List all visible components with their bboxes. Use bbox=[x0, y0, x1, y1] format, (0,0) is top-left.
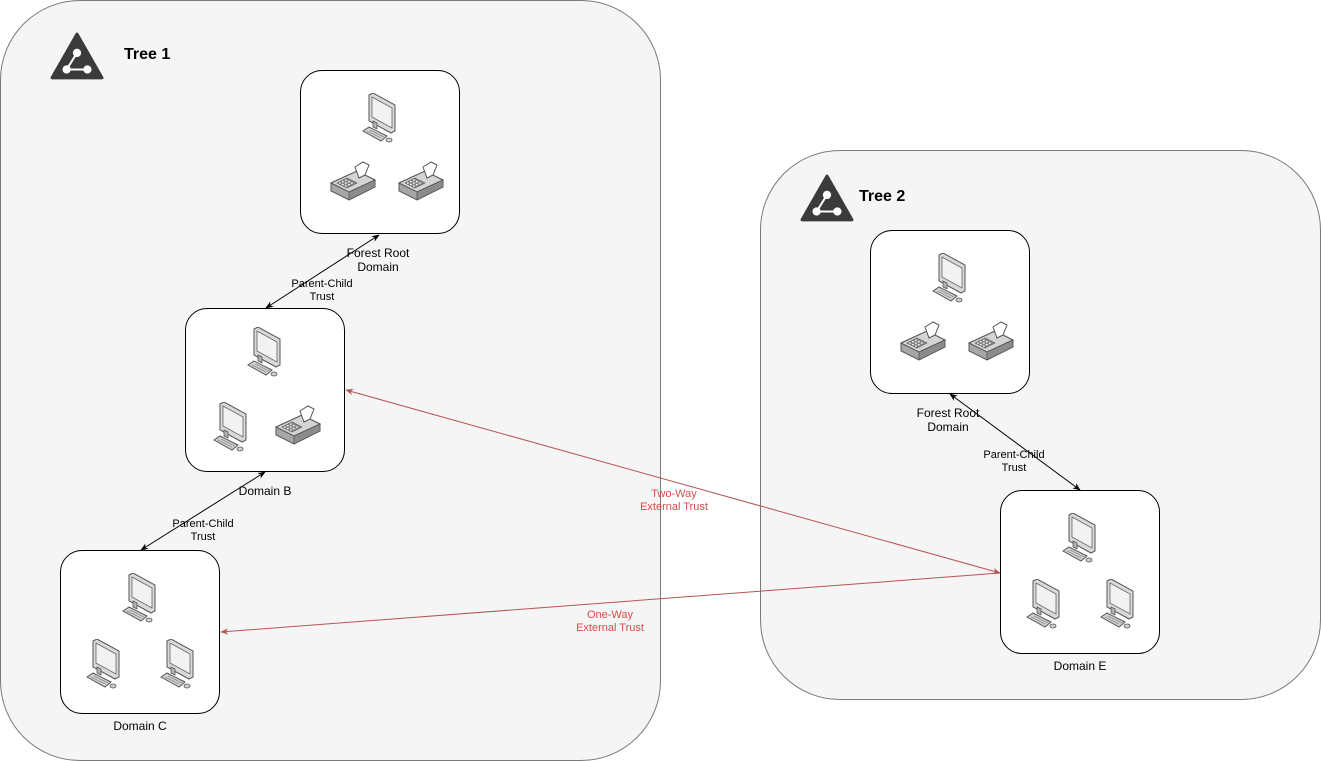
fax-icon bbox=[967, 321, 1015, 361]
edge-b-c bbox=[140, 471, 266, 551]
computer-icon bbox=[121, 573, 161, 623]
edge-c-e bbox=[220, 572, 1001, 635]
computer-icon bbox=[246, 327, 286, 377]
computer-icon bbox=[361, 93, 401, 143]
computer-icon bbox=[1061, 513, 1101, 563]
fax-icon bbox=[397, 161, 445, 201]
domain-label-forest-root-tree1: Forest Root Domain bbox=[346, 246, 410, 274]
edge-b-e bbox=[345, 388, 1001, 575]
domain-label-forest-root-tree2: Forest Root Domain bbox=[916, 406, 980, 434]
domain-label-c: Domain C bbox=[113, 719, 167, 733]
domain-label-e: Domain E bbox=[1053, 659, 1107, 673]
edge-label-b-e: Two-Way External Trust bbox=[640, 488, 708, 513]
computer-icon bbox=[85, 639, 125, 689]
computer-icon bbox=[1099, 579, 1139, 629]
domain-forest-root-tree2[interactable] bbox=[870, 230, 1030, 394]
domain-e[interactable] bbox=[1000, 490, 1160, 654]
computer-icon bbox=[212, 402, 252, 452]
computer-icon bbox=[159, 639, 199, 689]
edge-root-b bbox=[265, 234, 380, 309]
tree-2-title: Tree 2 bbox=[859, 188, 906, 205]
computer-icon bbox=[931, 253, 971, 303]
edge-label-root-b: Parent-Child Trust bbox=[291, 278, 353, 303]
domain-c[interactable] bbox=[60, 550, 220, 714]
tree-1-title: Tree 1 bbox=[124, 46, 171, 63]
fax-icon bbox=[274, 405, 322, 445]
domain-label-b: Domain B bbox=[238, 484, 292, 498]
fax-icon bbox=[329, 161, 377, 201]
domain-b[interactable] bbox=[185, 308, 345, 472]
computer-icon bbox=[1025, 579, 1065, 629]
fax-icon bbox=[899, 321, 947, 361]
edge-label-b-c: Parent-Child Trust bbox=[172, 518, 234, 543]
edge-label-root2-e: Parent-Child Trust bbox=[983, 449, 1045, 474]
edge-label-c-e: One-Way External Trust bbox=[576, 609, 644, 634]
domain-forest-root-tree1[interactable] bbox=[300, 70, 460, 234]
